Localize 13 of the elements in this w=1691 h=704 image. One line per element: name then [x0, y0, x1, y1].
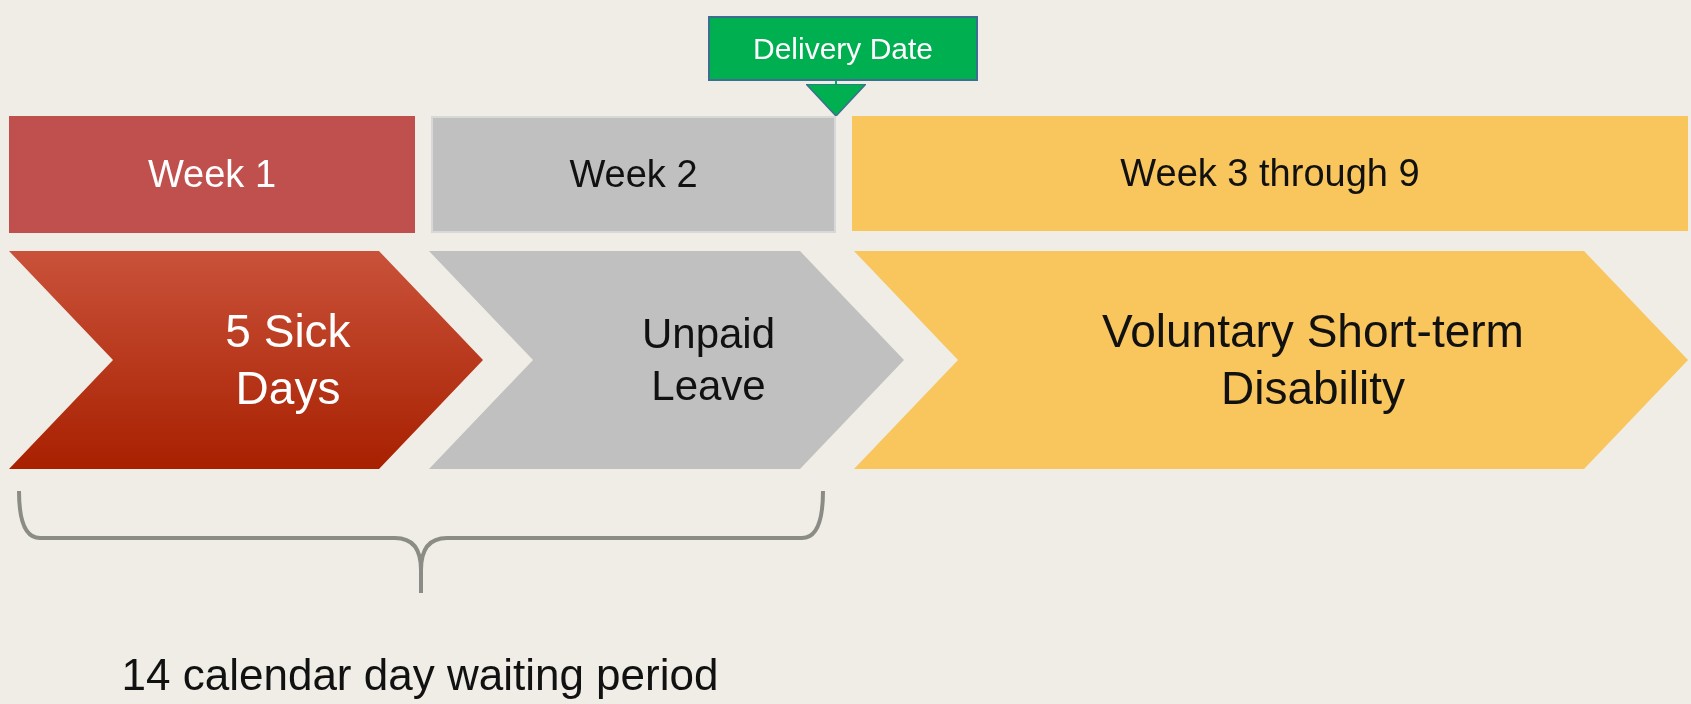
- week-band: [431, 116, 836, 233]
- phase-label: Voluntary Short-term Disability: [1101, 303, 1525, 416]
- callout-box: [708, 16, 978, 81]
- callout-arrow: [805, 80, 867, 117]
- week-band: [9, 116, 415, 233]
- phase-label: Unpaid Leave: [640, 308, 777, 411]
- week-band: [852, 116, 1688, 231]
- week-label: Week 2: [569, 151, 698, 197]
- phase-label: 5 Sick Days: [224, 303, 352, 416]
- week-label: Week 3 through 9: [1120, 150, 1420, 196]
- week-label: Week 1: [147, 151, 277, 197]
- callout-label: Delivery Date: [752, 30, 934, 67]
- note-text: 14 calendar day waiting period: [120, 650, 720, 700]
